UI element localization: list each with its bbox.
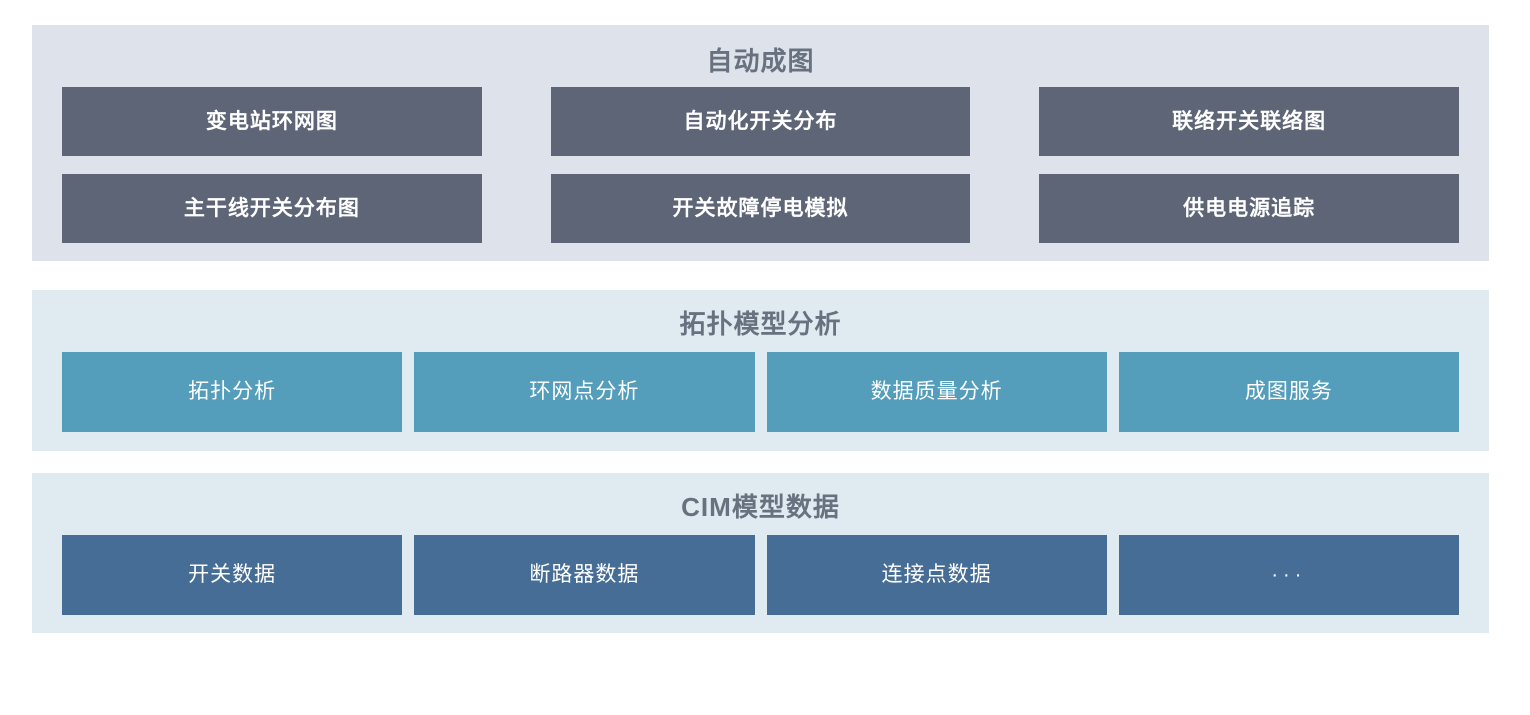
button-ring-network-point-analysis[interactable]: 环网点分析 bbox=[414, 352, 755, 432]
button-switch-data[interactable]: 开关数据 bbox=[62, 535, 403, 615]
button-trunk-line-switch-distribution-diagram[interactable]: 主干线开关分布图 bbox=[62, 174, 482, 243]
button-substation-ring-network-diagram[interactable]: 变电站环网图 bbox=[62, 87, 482, 156]
button-tie-switch-connection-diagram[interactable]: 联络开关联络图 bbox=[1039, 87, 1460, 156]
layer-topology-model-analysis: 拓扑模型分析 拓扑分析 环网点分析 数据质量分析 成图服务 bbox=[32, 290, 1489, 451]
button-connectivity-node-data[interactable]: 连接点数据 bbox=[766, 535, 1107, 615]
button-mapping-service[interactable]: 成图服务 bbox=[1118, 352, 1459, 432]
button-row: 开关数据 断路器数据 连接点数据 ··· bbox=[62, 535, 1459, 615]
layer-title-auto-mapping: 自动成图 bbox=[706, 46, 815, 76]
layer-cim-model-data: CIM模型数据 开关数据 断路器数据 连接点数据 ··· bbox=[32, 473, 1489, 633]
button-power-supply-source-tracing[interactable]: 供电电源追踪 bbox=[1039, 174, 1460, 243]
button-switch-fault-outage-simulation[interactable]: 开关故障停电模拟 bbox=[550, 174, 971, 243]
button-row: 主干线开关分布图 开关故障停电模拟 供电电源追踪 bbox=[62, 174, 1460, 243]
button-topology-analysis[interactable]: 拓扑分析 bbox=[62, 352, 403, 432]
architecture-diagram: 自动成图 变电站环网图 自动化开关分布 联络开关联络图 主干线开关分布图 开关故… bbox=[32, 25, 1489, 633]
button-circuit-breaker-data[interactable]: 断路器数据 bbox=[414, 535, 755, 615]
button-automation-switch-distribution[interactable]: 自动化开关分布 bbox=[550, 87, 971, 156]
button-row: 拓扑分析 环网点分析 数据质量分析 成图服务 bbox=[62, 352, 1459, 432]
layer-title-cim-model-data: CIM模型数据 bbox=[681, 492, 840, 522]
button-row: 变电站环网图 自动化开关分布 联络开关联络图 bbox=[62, 87, 1460, 156]
layer-title-topology-model-analysis: 拓扑模型分析 bbox=[679, 309, 842, 339]
button-data-quality-analysis[interactable]: 数据质量分析 bbox=[766, 352, 1107, 432]
button-more-data[interactable]: ··· bbox=[1118, 535, 1459, 615]
layer-auto-mapping: 自动成图 变电站环网图 自动化开关分布 联络开关联络图 主干线开关分布图 开关故… bbox=[32, 25, 1489, 261]
